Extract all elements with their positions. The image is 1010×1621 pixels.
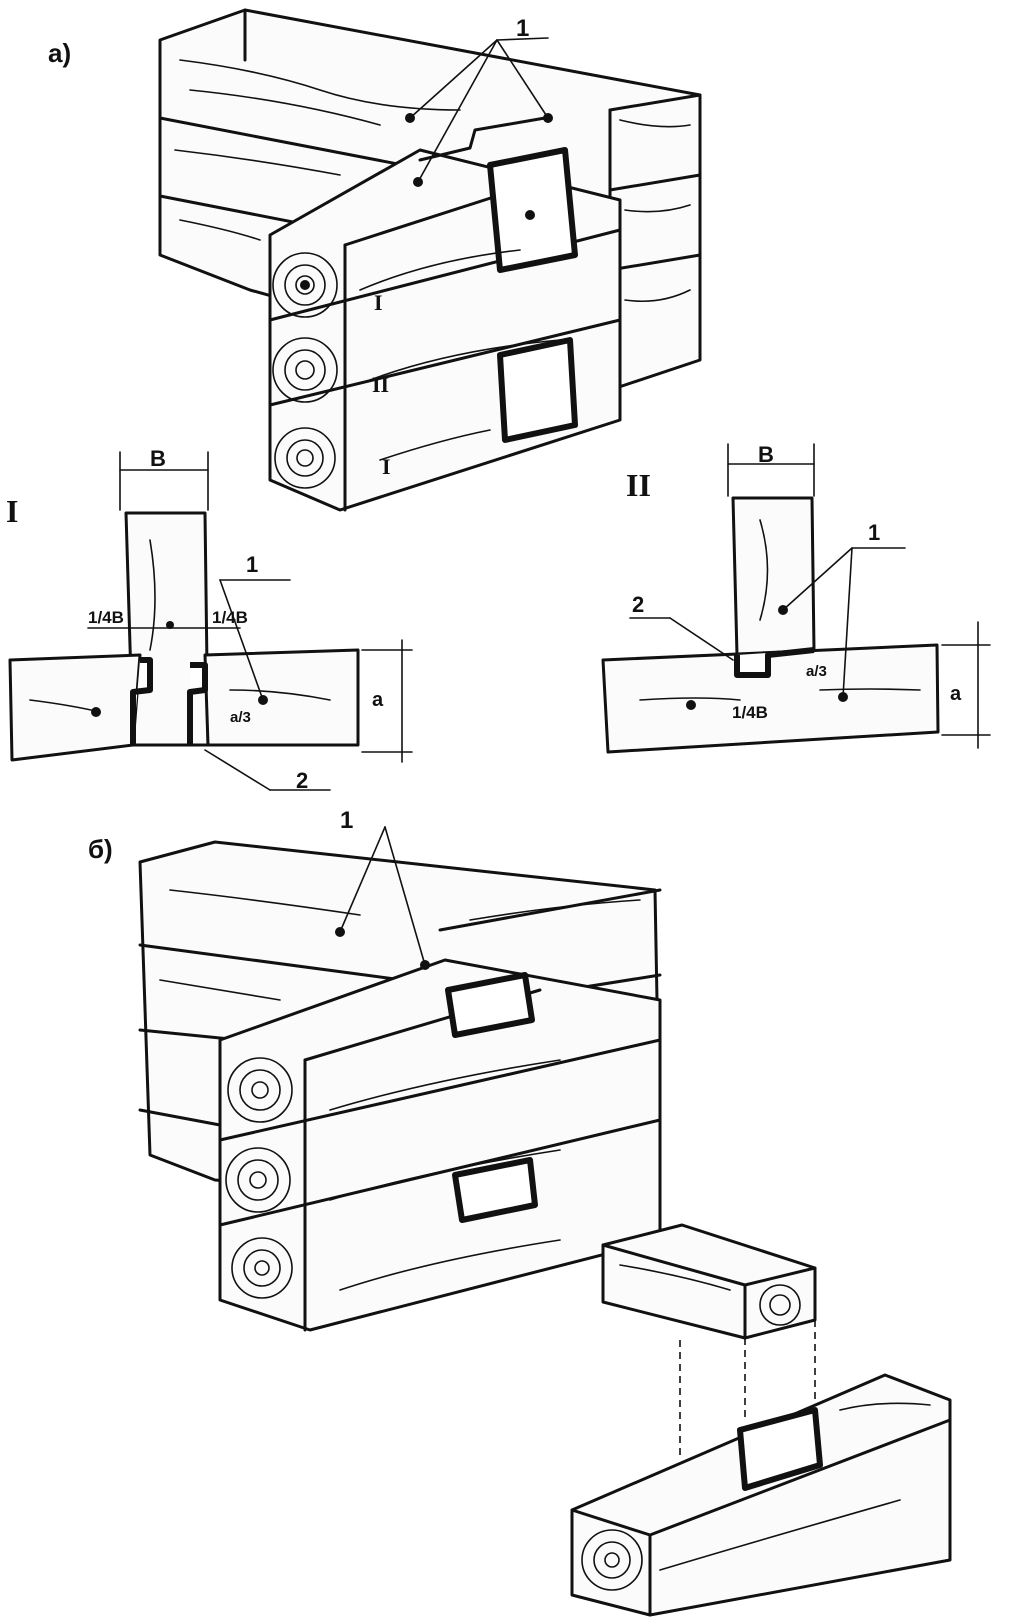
section-I-callout-2: 2 — [296, 768, 308, 793]
section-mark-1: I — [374, 290, 383, 315]
section-mark-3: I — [382, 454, 391, 479]
figure-a-callout-leaders — [300, 37, 553, 290]
section-II-title: II — [626, 467, 651, 503]
figure-b-callout-1: 1 — [340, 807, 353, 834]
section-II-dim-height: a — [950, 683, 962, 705]
section-I-dim-width: B — [150, 446, 166, 471]
figure-a-label: а) — [48, 38, 71, 68]
section-I-detail: I B 1/4B 1/4B a/3 a 1 — [6, 446, 413, 793]
section-I-dim-height: a — [372, 689, 384, 711]
section-II-detail: II B a/3 1/4B a 1 2 — [601, 442, 991, 754]
figure-b-exploded-detail — [570, 1223, 952, 1617]
section-II-dim-small: a/3 — [806, 663, 827, 680]
figure-b-end-grain — [225, 1057, 293, 1299]
section-I-callout-1: 1 — [246, 552, 258, 577]
section-I-title: I — [6, 493, 18, 529]
section-II-dim-width: B — [758, 442, 774, 467]
section-I-dim-right: 1/4B — [212, 608, 248, 627]
figure-a-callout-1: 1 — [516, 15, 529, 42]
section-II-callout-1: 1 — [868, 520, 880, 545]
figure-a-wood-grain — [174, 59, 691, 461]
figure-b-corner-joint: б) 1 — [88, 807, 952, 1617]
figure-a-log-stack — [268, 116, 622, 512]
figure-b-label: б) — [88, 834, 113, 864]
section-II-callout-2: 2 — [632, 592, 644, 617]
section-I-dim-small: a/3 — [230, 709, 251, 726]
section-mark-2: II — [372, 372, 389, 397]
section-II-dim-bottom: 1/4B — [732, 703, 768, 722]
figure-a-corner-joint: а) 1 I II I — [48, 8, 702, 512]
section-I-dim-left: 1/4B — [88, 608, 124, 627]
